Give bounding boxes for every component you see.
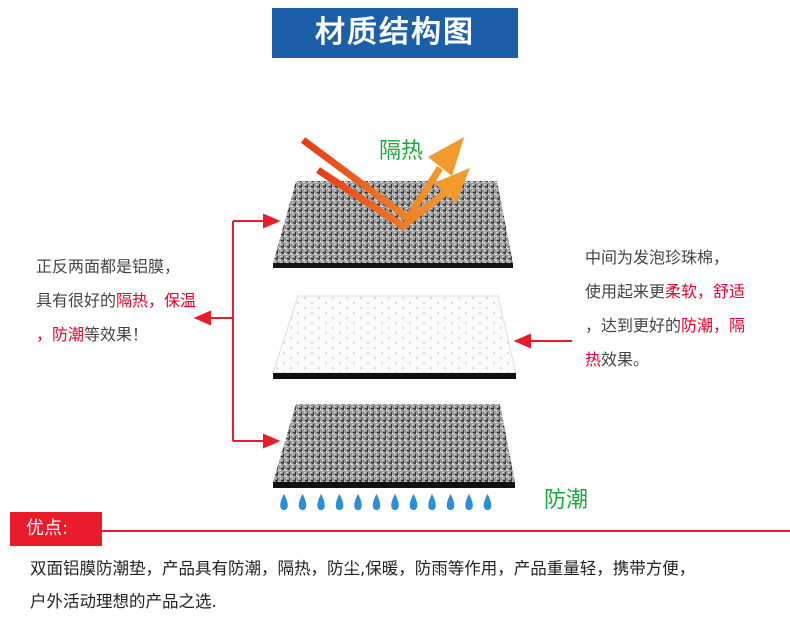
advantages-heading: 优点: (10, 512, 102, 546)
left-line-3-highlight: ，防潮 (36, 325, 85, 344)
left-line-2-text: 具有很好的 (36, 291, 117, 310)
page-title: 材质结构图 (272, 8, 518, 58)
water-drop-icon (409, 494, 418, 510)
water-drop-icon (335, 494, 344, 510)
left-bracket-arrows (193, 213, 281, 449)
right-line-2-text: 使用起来更 (585, 282, 666, 301)
right-line-2: 使用起来更柔软，舒适 (585, 275, 785, 309)
left-line-3: ，防潮等效果！ (36, 318, 236, 352)
water-drop-icon (465, 494, 473, 510)
left-line-2-highlight: 隔热，保温 (116, 291, 197, 310)
water-drop-icon (372, 494, 381, 510)
left-line-1: 正反两面都是铝膜， (36, 257, 181, 276)
water-drop-icon (428, 494, 436, 510)
right-arrow (513, 333, 572, 349)
right-line-4-text: 效果。 (601, 350, 650, 369)
left-line-2: 具有很好的隔热，保温 (36, 284, 236, 318)
water-drop-icon (280, 494, 288, 510)
right-line-4-highlight: 热 (585, 350, 602, 369)
water-drop-icon (354, 494, 362, 510)
water-drop-icon (317, 494, 325, 510)
right-line-3-highlight: 防潮，隔 (681, 316, 746, 335)
left-line-3-text: 等效果！ (84, 325, 149, 344)
bottom-aluminum-layer (273, 404, 515, 488)
insulation-label: 隔热 (379, 139, 424, 164)
right-line-3-text: ，达到更好的 (585, 316, 682, 335)
moisture-label: 防潮 (544, 488, 589, 513)
right-line-1: 中间为发泡珍珠棉， (585, 248, 730, 267)
advantages-divider (10, 530, 790, 532)
water-drops (280, 494, 492, 510)
top-aluminum-layer (273, 181, 513, 268)
right-description: 中间为发泡珍珠棉， 使用起来更柔软，舒适 ，达到更好的防潮，隔 热效果。 (585, 241, 785, 377)
right-line-3: ，达到更好的防潮，隔 (585, 309, 785, 343)
advantages-line-1: 双面铝膜防潮垫，产品具有防潮，隔热，防尘,保暖，防雨等作用，产品重量轻，携带方便… (30, 559, 696, 578)
right-line-2-highlight: 柔软，舒适 (665, 282, 746, 301)
right-line-4: 热效果。 (585, 343, 785, 377)
middle-foam-layer (272, 295, 517, 379)
advantages-line-2: 户外活动理想的产品之选. (30, 592, 217, 611)
left-description: 正反两面都是铝膜， 具有很好的隔热，保温 ，防潮等效果！ (36, 250, 236, 352)
water-drop-icon (391, 494, 399, 510)
water-drop-icon (298, 494, 307, 510)
advantages-text: 双面铝膜防潮垫，产品具有防潮，隔热，防尘,保暖，防雨等作用，产品重量轻，携带方便… (30, 552, 780, 618)
heat-reflection-arrows (300, 137, 470, 231)
water-drop-icon (483, 494, 492, 510)
water-drop-icon (446, 494, 455, 510)
